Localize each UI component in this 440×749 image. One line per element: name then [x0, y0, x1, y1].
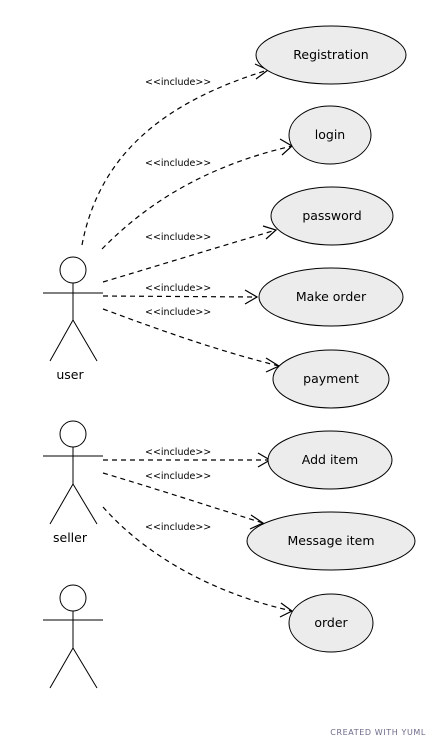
use-case-label: password [302, 208, 361, 223]
relation-label: <<include>> [145, 307, 211, 318]
relation-label: <<include>> [145, 447, 211, 458]
actor-label: user [56, 367, 84, 382]
relation-label: <<include>> [145, 471, 211, 482]
use-case-message-item[interactable]: Message item [246, 511, 416, 571]
use-case-label: payment [303, 371, 359, 386]
use-case-login[interactable]: login [288, 105, 372, 165]
relation-user-payment: <<include>> [102, 307, 281, 373]
use-case-add-item[interactable]: Add item [267, 430, 393, 490]
actor-label: seller [53, 530, 88, 545]
relation-label: <<include>> [145, 158, 211, 169]
relation-seller-order: <<include>> [102, 506, 294, 618]
use-case-registration[interactable]: Registration [255, 25, 407, 85]
stick-figure-icon [43, 256, 103, 362]
relation-label: <<include>> [145, 283, 211, 294]
actor-unnamed[interactable] [43, 584, 103, 689]
use-case-make-order[interactable]: Make order [258, 267, 404, 327]
use-case-label: login [315, 127, 345, 142]
actor-seller[interactable]: seller [43, 420, 103, 545]
relation-user-make-order: <<include>> [102, 283, 259, 305]
relation-user-registration: <<include>> [81, 63, 270, 246]
actor-user[interactable]: user [43, 256, 103, 382]
use-cases: Registration login password Make order p… [246, 25, 416, 653]
use-case-label: order [314, 615, 348, 630]
relation-user-password: <<include>> [102, 225, 278, 283]
use-case-order[interactable]: order [288, 593, 374, 653]
use-case-payment[interactable]: payment [272, 349, 390, 409]
relations: <<include>> <<include>> <<include>> <<in… [81, 63, 294, 618]
use-case-password[interactable]: password [270, 186, 394, 246]
use-case-label: Message item [288, 533, 375, 548]
relation-label: <<include>> [145, 232, 211, 243]
relation-label: <<include>> [145, 522, 211, 533]
actors: user seller [43, 256, 103, 689]
use-case-label: Make order [296, 289, 367, 304]
use-case-label: Registration [293, 47, 368, 62]
stick-figure-icon [43, 584, 103, 689]
relation-label: <<include>> [145, 77, 211, 88]
yuml-credit: CREATED WITH YUML [330, 728, 426, 737]
stick-figure-icon [43, 420, 103, 525]
use-case-label: Add item [302, 452, 358, 467]
relation-seller-message-item: <<include>> [102, 471, 265, 530]
relation-seller-add-item: <<include>> [103, 447, 272, 468]
